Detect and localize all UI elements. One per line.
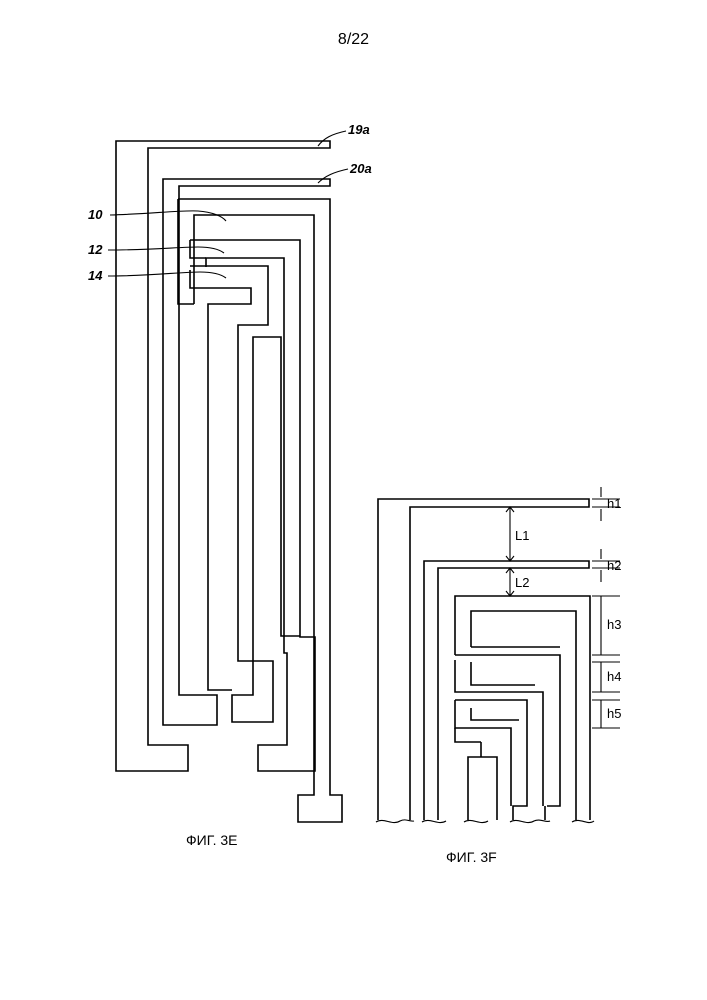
leader-14 bbox=[108, 272, 226, 278]
label-20a: 20a bbox=[349, 161, 372, 176]
trace-14-inner bbox=[190, 270, 251, 690]
leader-10 bbox=[110, 211, 226, 221]
dim-h1: h1 bbox=[607, 496, 621, 511]
trace-12-inner bbox=[190, 240, 206, 258]
dim-l1: L1 bbox=[515, 528, 529, 543]
dimension-marks bbox=[592, 487, 620, 728]
dim-l2: L2 bbox=[515, 575, 529, 590]
label-10: 10 bbox=[88, 207, 103, 222]
caption-fig-3e: ФИГ. 3E bbox=[186, 832, 237, 848]
dim-h5: h5 bbox=[607, 706, 621, 721]
leader-19a bbox=[318, 131, 346, 146]
leader-12 bbox=[108, 247, 224, 253]
dim-h2: h2 bbox=[607, 558, 621, 573]
trace-h1 bbox=[378, 499, 589, 820]
trace-10-right bbox=[178, 199, 342, 822]
trace-stem-1 bbox=[455, 728, 497, 820]
dimension-l1-l2 bbox=[506, 507, 514, 596]
caption-fig-3f: ФИГ. 3F bbox=[446, 849, 497, 865]
trace-19a bbox=[116, 141, 330, 771]
leader-20a bbox=[318, 169, 348, 183]
trace-20a bbox=[163, 179, 330, 725]
figure-3e: 19a 20a 10 12 14 ФИГ. 3E bbox=[88, 122, 372, 848]
dim-h4: h4 bbox=[607, 669, 621, 684]
dim-h3: h3 bbox=[607, 617, 621, 632]
label-14: 14 bbox=[88, 268, 103, 283]
trace-h5 bbox=[455, 700, 527, 820]
figure-3f: h1 L1 h2 L2 h3 h4 h5 ФИГ. 3F bbox=[376, 487, 621, 865]
trace-h2 bbox=[424, 561, 589, 820]
trace-right bbox=[455, 596, 590, 820]
label-19a: 19a bbox=[348, 122, 370, 137]
break-line bbox=[376, 820, 594, 823]
label-12: 12 bbox=[88, 242, 103, 257]
trace-comb bbox=[471, 662, 535, 720]
